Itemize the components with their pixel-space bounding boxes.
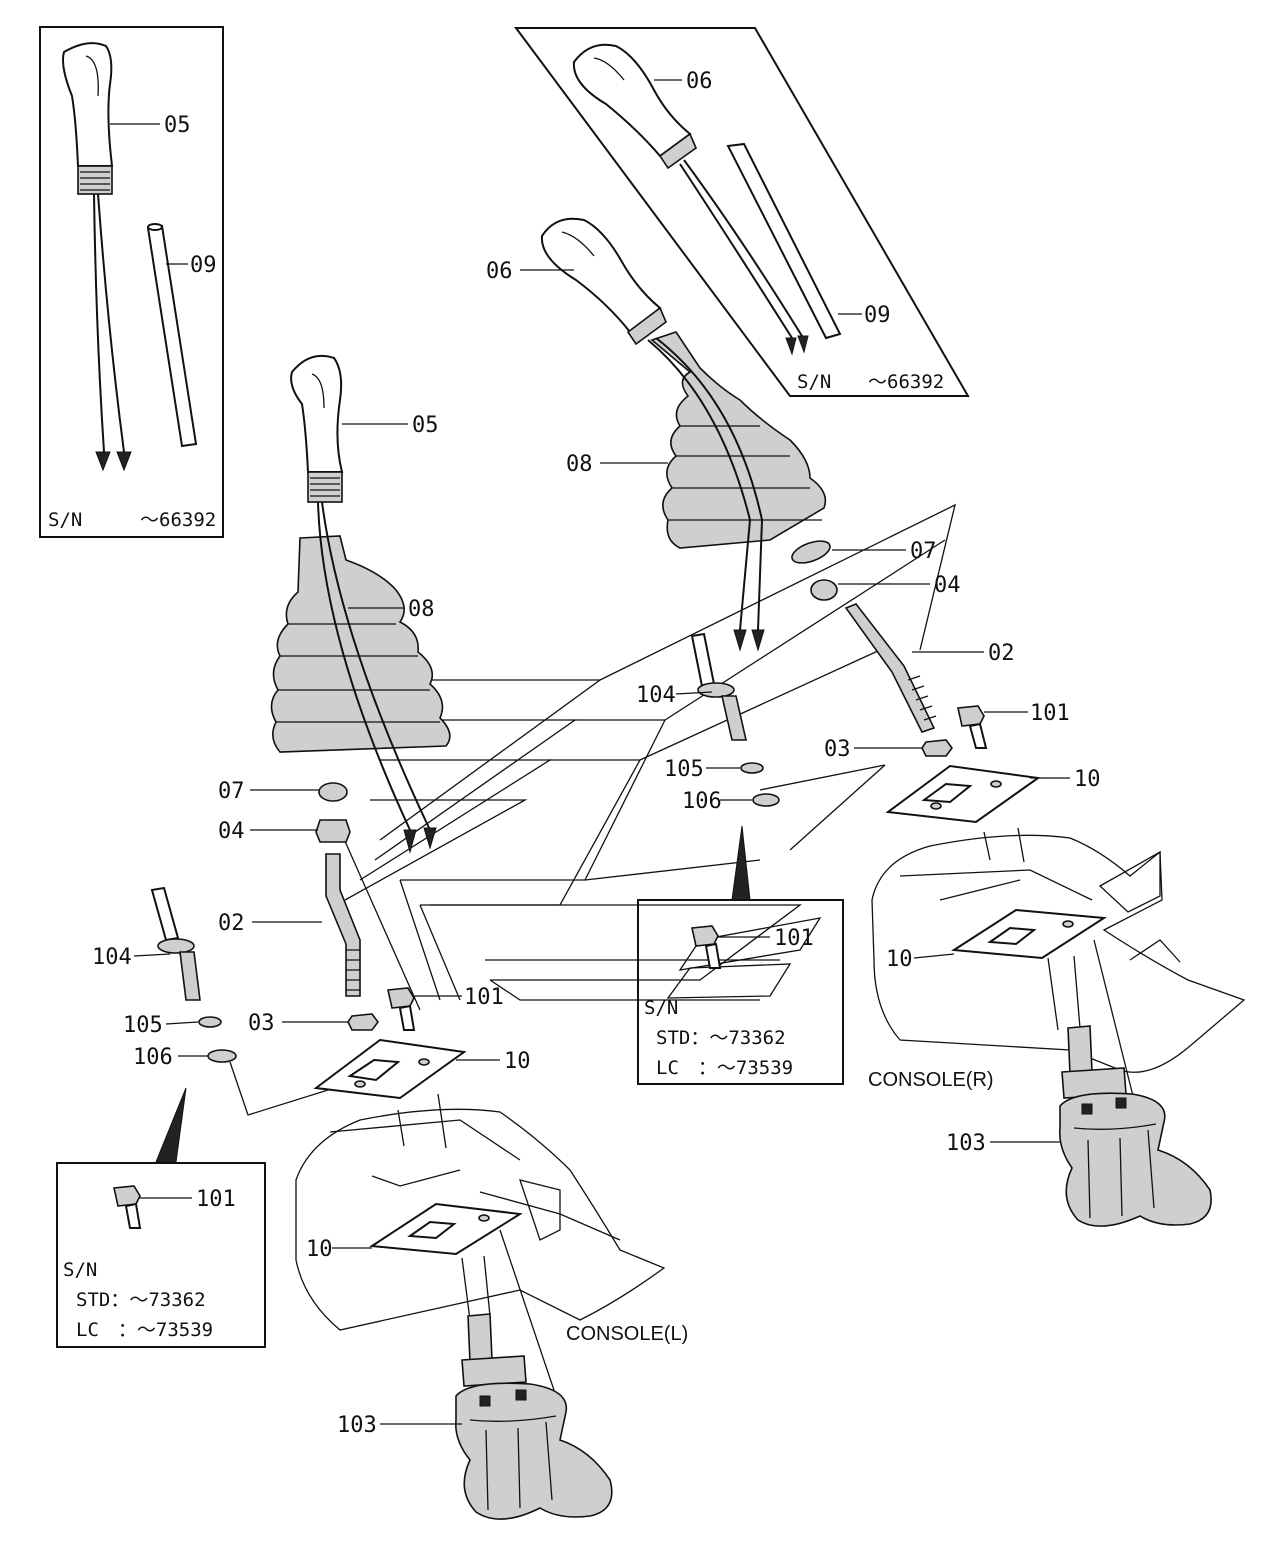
serial-lc: LC ：～73539: [656, 1057, 793, 1079]
inset-top-right: 06 09 S/N ～66392: [514, 27, 970, 397]
inset-middle-right: 101 S/N STD：～73362 LC ：～73539: [637, 825, 844, 1085]
label-103: 103: [337, 1413, 377, 1438]
tube-09-tr: [726, 142, 842, 340]
label-03: 03: [248, 1011, 275, 1036]
console-right-label: CONSOLE(R): [868, 1069, 994, 1091]
label-106: 106: [682, 789, 722, 814]
label-105: 105: [664, 757, 704, 782]
label-10: 10: [1074, 767, 1101, 792]
left-callouts: 05 08 07 04 02 104 105 106 03 101 10 10 …: [92, 413, 688, 1345]
serial-label: S/N: [797, 371, 831, 393]
left-lever-assembly: 103: [150, 354, 666, 1520]
label-106: 106: [133, 1045, 173, 1070]
label-105: 105: [123, 1013, 163, 1038]
right-callouts: 06 08 07 04 02 104 105 106 03 101 10 10 …: [486, 259, 1101, 1091]
right-lever-assembly: 103: [540, 217, 1246, 1227]
serial-std: STD：～73362: [76, 1289, 206, 1311]
inset-top-left: 05 09 S/N ～66392: [39, 26, 224, 538]
label-02: 02: [988, 641, 1015, 666]
label-06: 06: [486, 259, 513, 284]
label-04: 04: [218, 819, 245, 844]
serial-range: ～66392: [140, 509, 216, 531]
label-10: 10: [886, 947, 913, 972]
grip-06-tr: [572, 43, 809, 356]
label-104: 104: [636, 683, 676, 708]
label-101: 101: [196, 1187, 236, 1212]
label-101: 101: [774, 926, 814, 951]
console-left-label: CONSOLE(L): [566, 1323, 688, 1345]
label-05: 05: [412, 413, 439, 438]
label-07: 07: [910, 539, 937, 564]
label-06: 06: [686, 69, 713, 94]
label-101: 101: [1030, 701, 1070, 726]
serial-std: STD：～73362: [656, 1027, 786, 1049]
serial-lc: LC ：～73539: [76, 1319, 213, 1341]
label-03: 03: [824, 737, 851, 762]
label-103: 103: [946, 1131, 986, 1156]
label-10: 10: [504, 1049, 531, 1074]
label-08: 08: [566, 452, 593, 477]
serial-label: S/N: [48, 509, 82, 531]
guide-lines: [229, 503, 956, 1116]
label-104: 104: [92, 945, 132, 970]
label-10: 10: [306, 1237, 333, 1262]
grip-05-tl: [62, 42, 132, 472]
label-02: 02: [218, 911, 245, 936]
serial-label: S/N: [644, 997, 678, 1019]
label-101: 101: [464, 985, 504, 1010]
label-09: 09: [190, 253, 217, 278]
label-07: 07: [218, 779, 245, 804]
serial-range: ～66392: [868, 371, 944, 393]
inset-bottom-left: 101 S/N STD：～73362 LC ：～73539: [56, 1087, 266, 1348]
serial-label: S/N: [63, 1259, 97, 1281]
label-09: 09: [864, 303, 891, 328]
tube-09-tl: [146, 223, 198, 448]
label-05: 05: [164, 113, 191, 138]
label-08: 08: [408, 597, 435, 622]
label-04: 04: [934, 573, 961, 598]
